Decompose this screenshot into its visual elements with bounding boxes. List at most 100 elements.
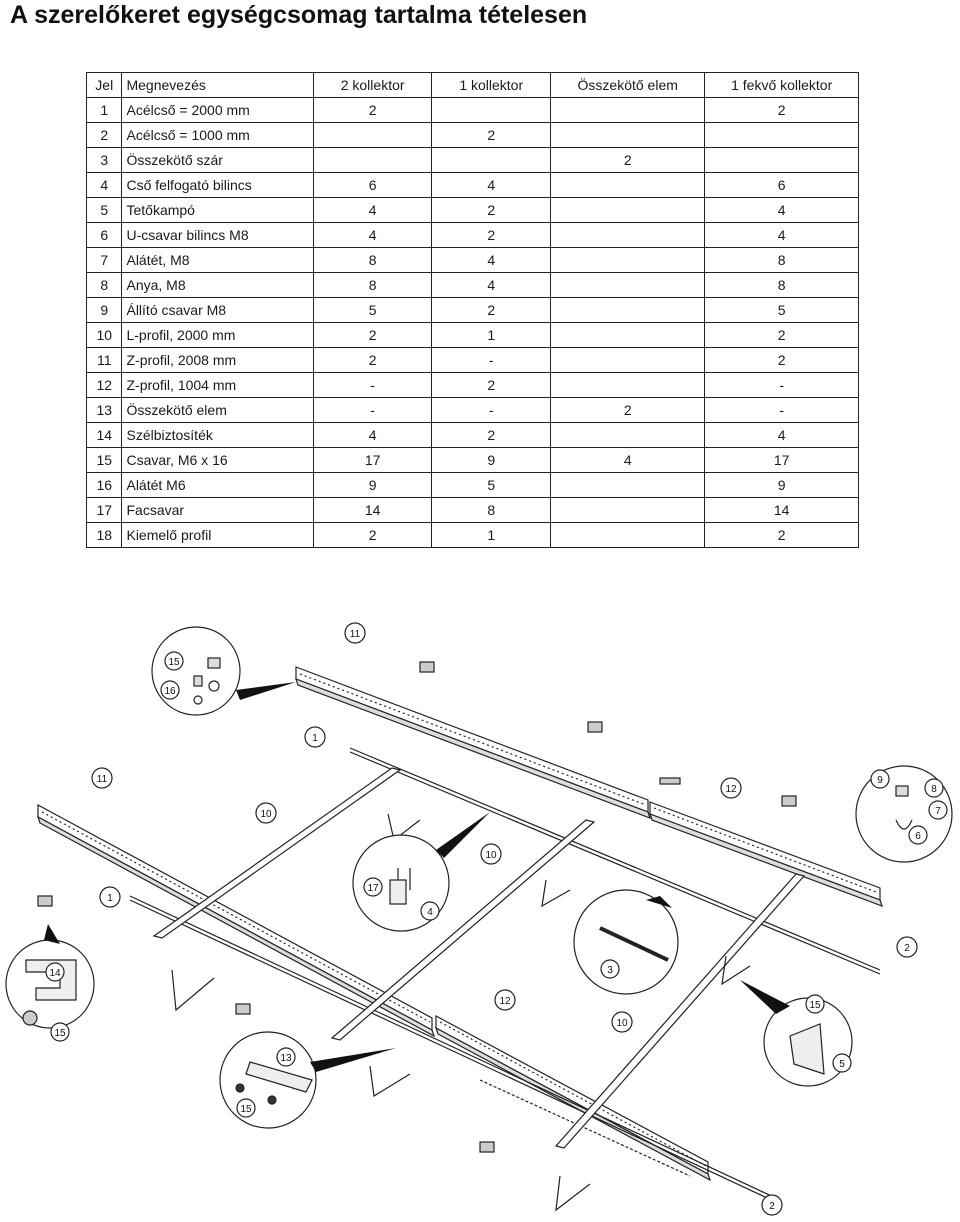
header-name: Megnevezés — [121, 72, 314, 98]
callout-15: 15 — [168, 657, 180, 668]
table-cell: Alátét M6 — [121, 472, 314, 498]
table-cell: 2 — [431, 222, 552, 248]
table-cell: - — [312, 397, 433, 423]
table-cell: 7 — [85, 247, 123, 273]
table-cell: 1 — [85, 97, 123, 123]
callout-8: 8 — [931, 784, 937, 795]
table-cell: 4 — [704, 222, 859, 248]
callout-3: 3 — [607, 965, 613, 976]
table-cell: Z-profil, 1004 mm — [121, 372, 314, 398]
table-cell — [550, 222, 706, 248]
table-cell: L-profil, 2000 mm — [121, 322, 314, 348]
table-cell: 6 — [312, 172, 433, 198]
table-cell: Állító csavar M8 — [121, 297, 314, 323]
wind-brackets — [37, 661, 797, 1153]
table-cell: Csavar, M6 x 16 — [121, 447, 314, 473]
table-cell — [550, 172, 706, 198]
callout-6: 6 — [915, 831, 921, 842]
table-cell: 2 — [550, 397, 706, 423]
callout-circles — [45, 622, 948, 1216]
callout-15: 15 — [54, 1028, 66, 1039]
callout-4: 4 — [427, 907, 433, 918]
callout-14: 14 — [49, 968, 61, 979]
table-cell — [431, 147, 552, 173]
table-cell: 2 — [704, 322, 859, 348]
callout-7: 7 — [935, 806, 941, 817]
table-cell: 2 — [431, 372, 552, 398]
table-cell: Acélcső = 1000 mm — [121, 122, 314, 148]
table-cell: 9 — [704, 472, 859, 498]
callout-10: 10 — [260, 809, 272, 820]
table-cell: 8 — [431, 497, 552, 523]
table-cell: 4 — [550, 447, 706, 473]
table-cell: Összekötő elem — [121, 397, 314, 423]
table-cell: 8 — [312, 272, 433, 298]
table-cell: 4 — [312, 197, 433, 223]
table-cell: 5 — [85, 197, 123, 223]
detail-contents — [22, 657, 913, 1105]
table-cell: 2 — [312, 97, 433, 123]
table-cell: 17 — [85, 497, 123, 523]
table-cell: 8 — [704, 247, 859, 273]
table-cell: 3 — [85, 147, 123, 173]
table-cell: 2 — [431, 422, 552, 448]
l-profiles — [152, 767, 806, 1149]
callout-1: 1 — [107, 893, 113, 904]
table-cell: 1 — [431, 522, 552, 548]
table-cell — [550, 347, 706, 373]
table-cell — [550, 497, 706, 523]
table-header-row: Jel Megnevezés 2 kollektor 1 kollektor Ö… — [85, 72, 859, 98]
table-cell: 1 — [431, 322, 552, 348]
callout-5: 5 — [839, 1059, 845, 1070]
table-cell — [550, 122, 706, 148]
table-cell: 2 — [704, 347, 859, 373]
table-cell: 15 — [85, 447, 123, 473]
callout-15: 15 — [240, 1104, 252, 1115]
table-cell: 2 — [312, 522, 433, 548]
table-cell: 16 — [85, 472, 123, 498]
table-cell: Acélcső = 2000 mm — [121, 97, 314, 123]
header-2-kollektor: 2 kollektor — [312, 72, 433, 98]
table-cell: 4 — [312, 422, 433, 448]
table-cell: 2 — [85, 122, 123, 148]
table-cell — [550, 322, 706, 348]
callout-11: 11 — [97, 774, 108, 785]
table-cell — [550, 522, 706, 548]
callout-1: 1 — [312, 733, 318, 744]
detail-leaders — [44, 682, 790, 1072]
z-profile-lower — [36, 803, 436, 1038]
table-cell: 2 — [431, 297, 552, 323]
table-cell: 5 — [704, 297, 859, 323]
table-cell: 2 — [312, 347, 433, 373]
callout-13: 13 — [280, 1053, 292, 1064]
table-cell — [312, 122, 433, 148]
table-cell: 4 — [431, 172, 552, 198]
table-cell: 14 — [312, 497, 433, 523]
table-cell — [550, 297, 706, 323]
table-cell: 4 — [704, 422, 859, 448]
table-cell — [550, 422, 706, 448]
table-cell — [704, 122, 859, 148]
table-cell — [550, 472, 706, 498]
table-cell: 2 — [704, 522, 859, 548]
table-cell: Anya, M8 — [121, 272, 314, 298]
table-cell: 17 — [312, 447, 433, 473]
callout-12: 12 — [725, 784, 737, 795]
header-osszekoto: Összekötő elem — [550, 72, 706, 98]
table-cell — [550, 372, 706, 398]
callout-15: 15 — [809, 1000, 821, 1011]
table-cell: 9 — [431, 447, 552, 473]
table-cell — [431, 97, 552, 123]
table-cell: 12 — [85, 372, 123, 398]
table-cell: 5 — [312, 297, 433, 323]
